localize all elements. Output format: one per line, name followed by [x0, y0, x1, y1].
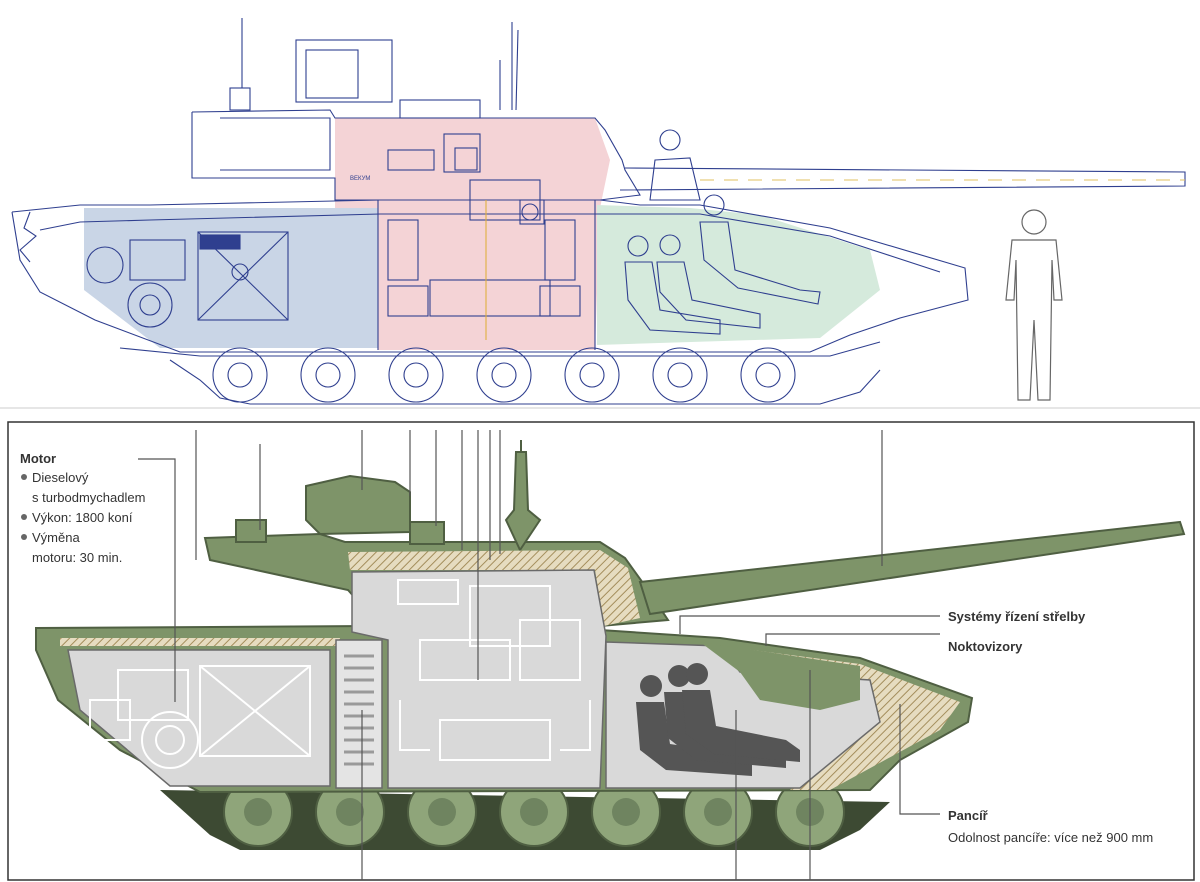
engine-block: [89, 665, 311, 769]
engine-compartment-zone: [84, 208, 378, 348]
motor-title: Motor: [20, 451, 56, 466]
top-cutaway-drawing: ВЕКУМ: [0, 18, 1200, 409]
night-vision-label: Noktovizory: [948, 639, 1023, 654]
capsule-top-equipment: [700, 642, 860, 710]
commander-sight: [305, 474, 411, 536]
top-road-wheels: [212, 347, 796, 403]
autoloader-machinery: [397, 579, 591, 761]
armor-title: Pancíř: [948, 808, 989, 823]
motor-item-3: Výkon: 1800 koní: [32, 510, 133, 525]
radiator: [335, 639, 383, 789]
vehicle-plate-text: ВЕКУМ: [350, 176, 370, 182]
armor-description: Odolnost pancíře: více než 900 mm: [948, 830, 1153, 845]
leader-lines: [138, 430, 940, 880]
motor-item-2: s turbodmychadlem: [32, 490, 145, 505]
panel-frame: [7, 421, 1195, 881]
crew-capsule-zone: [597, 205, 880, 345]
track-assembly: [160, 777, 890, 850]
human-scale-figure: [1005, 209, 1063, 401]
motor-callout: Motor Dieselový s turbodmychadlem Výkon:…: [20, 451, 145, 565]
front-armor: [720, 646, 960, 790]
motor-item-1: Dieselový: [32, 470, 89, 485]
antenna-mast: [504, 451, 542, 553]
fire-control-label: Systémy řízení střelby: [948, 609, 1086, 624]
radiator-fins: [344, 654, 374, 766]
remote-weapon: [409, 521, 445, 545]
motor-item-5: motoru: 30 min.: [32, 550, 122, 565]
crew-figures: [636, 663, 800, 776]
engine-armor: [60, 638, 340, 646]
bottom-cutaway-illustration: Motor Dieselový s turbodmychadlem Výkon:…: [7, 421, 1195, 881]
hull-outline: [11, 18, 1186, 405]
rear-sensor: [235, 519, 267, 543]
motor-item-4: Výměna: [32, 530, 80, 545]
fighting-compartment-zone: [335, 118, 610, 350]
main-gun: [638, 520, 1186, 616]
turret-armor: [348, 550, 640, 626]
